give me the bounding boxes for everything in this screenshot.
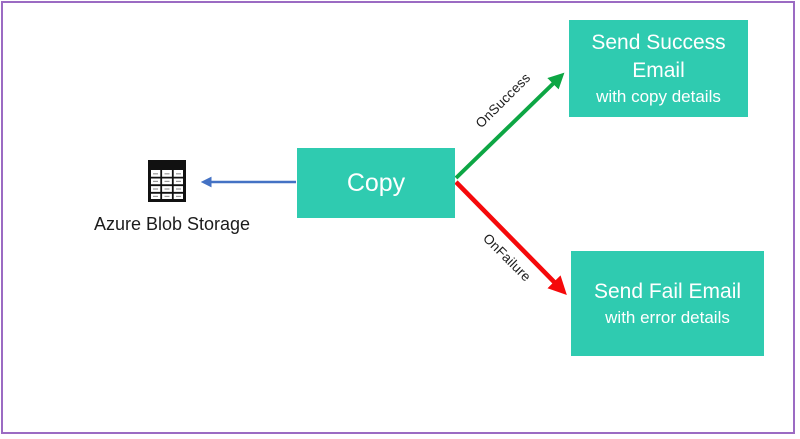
copy-activity-node: Copy bbox=[297, 148, 455, 218]
fail-title: Send Fail Email bbox=[593, 280, 742, 303]
on-failure-arrow bbox=[454, 180, 567, 295]
azure-blob-storage-label: Azure Blob Storage bbox=[93, 214, 251, 234]
copy-activity-label: Copy bbox=[346, 168, 406, 197]
send-fail-email-node: Send Fail Email with error details bbox=[571, 251, 764, 356]
send-success-email-node: Send Success Email with copy details bbox=[569, 20, 748, 117]
azure-blob-storage-icon bbox=[148, 160, 186, 207]
fail-subtitle: with error details bbox=[605, 308, 730, 327]
success-title-line2: Email bbox=[632, 59, 685, 82]
success-title-line1: Send Success bbox=[591, 31, 726, 54]
success-subtitle: with copy details bbox=[596, 87, 721, 106]
on-success-arrow bbox=[454, 72, 565, 180]
